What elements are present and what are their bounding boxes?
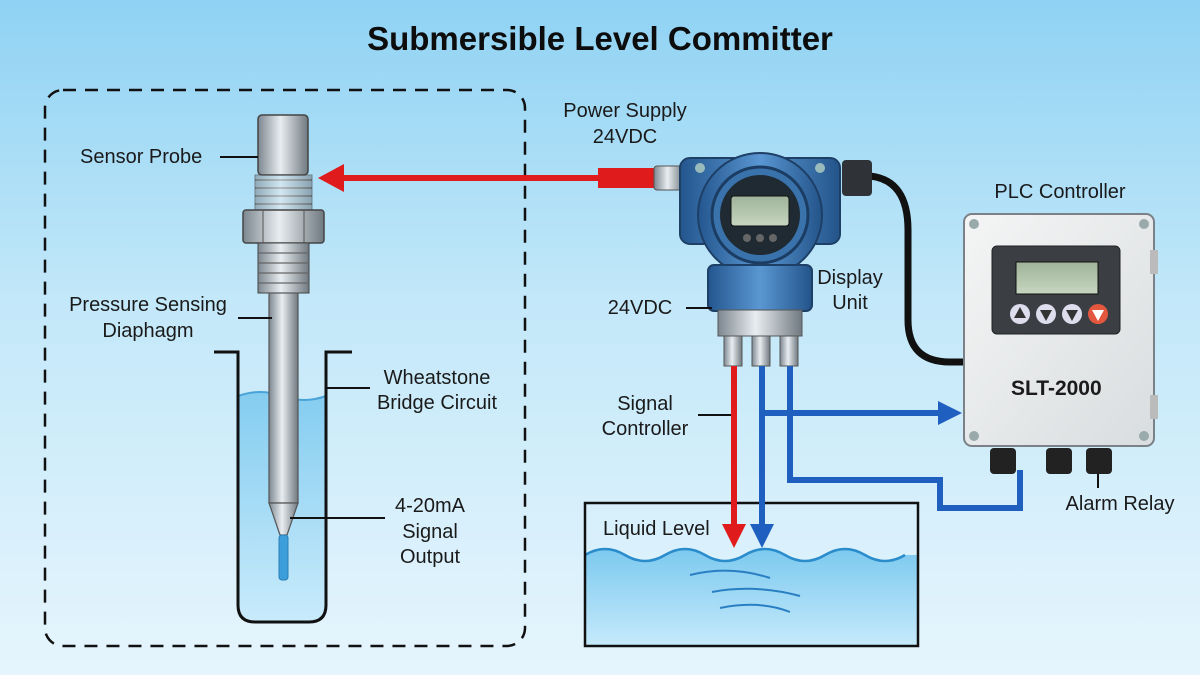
label-signal-controller-2: Controller <box>601 418 689 440</box>
label-liquid-level: Liquid Level <box>603 518 710 540</box>
plc-controller <box>963 213 1158 474</box>
sensor-probe <box>242 114 325 581</box>
transmitter <box>679 152 872 367</box>
label-unit: Unit <box>832 292 868 314</box>
label-bridge-circuit: Bridge Circuit <box>376 392 498 414</box>
down-arrow-icon <box>1036 304 1056 324</box>
label-wheatstone: Wheatstone <box>383 367 491 389</box>
liquid-tank <box>583 501 920 648</box>
diagram-title: Submersible Level Committer <box>367 20 833 57</box>
alarm-icon <box>1088 304 1108 324</box>
label-output-word: Output <box>399 546 461 568</box>
menu-icon <box>1062 304 1082 324</box>
label-plc-controller: PLC Controller <box>994 181 1126 203</box>
up-arrow-icon <box>1010 304 1030 324</box>
probe-frame <box>43 88 527 648</box>
label-signal-current: 4-20mA <box>394 495 466 517</box>
label-voltage-side: 24VDC <box>607 297 673 319</box>
label-pressure-sensing: Pressure Sensing <box>69 294 227 316</box>
label-power-voltage: 24VDC <box>592 126 658 148</box>
label-diaphagm: Diaphagm <box>102 320 194 342</box>
label-display: Display <box>817 267 883 289</box>
label-sensor-probe: Sensor Probe <box>80 146 203 168</box>
label-power-supply: Power Supply <box>563 100 687 122</box>
plc-model-label: SLT-2000 <box>1011 377 1102 400</box>
label-alarm-relay: Alarm Relay <box>1065 493 1175 515</box>
label-signal-controller-1: Signal <box>617 393 673 415</box>
label-signal-word: Signal <box>402 521 458 543</box>
